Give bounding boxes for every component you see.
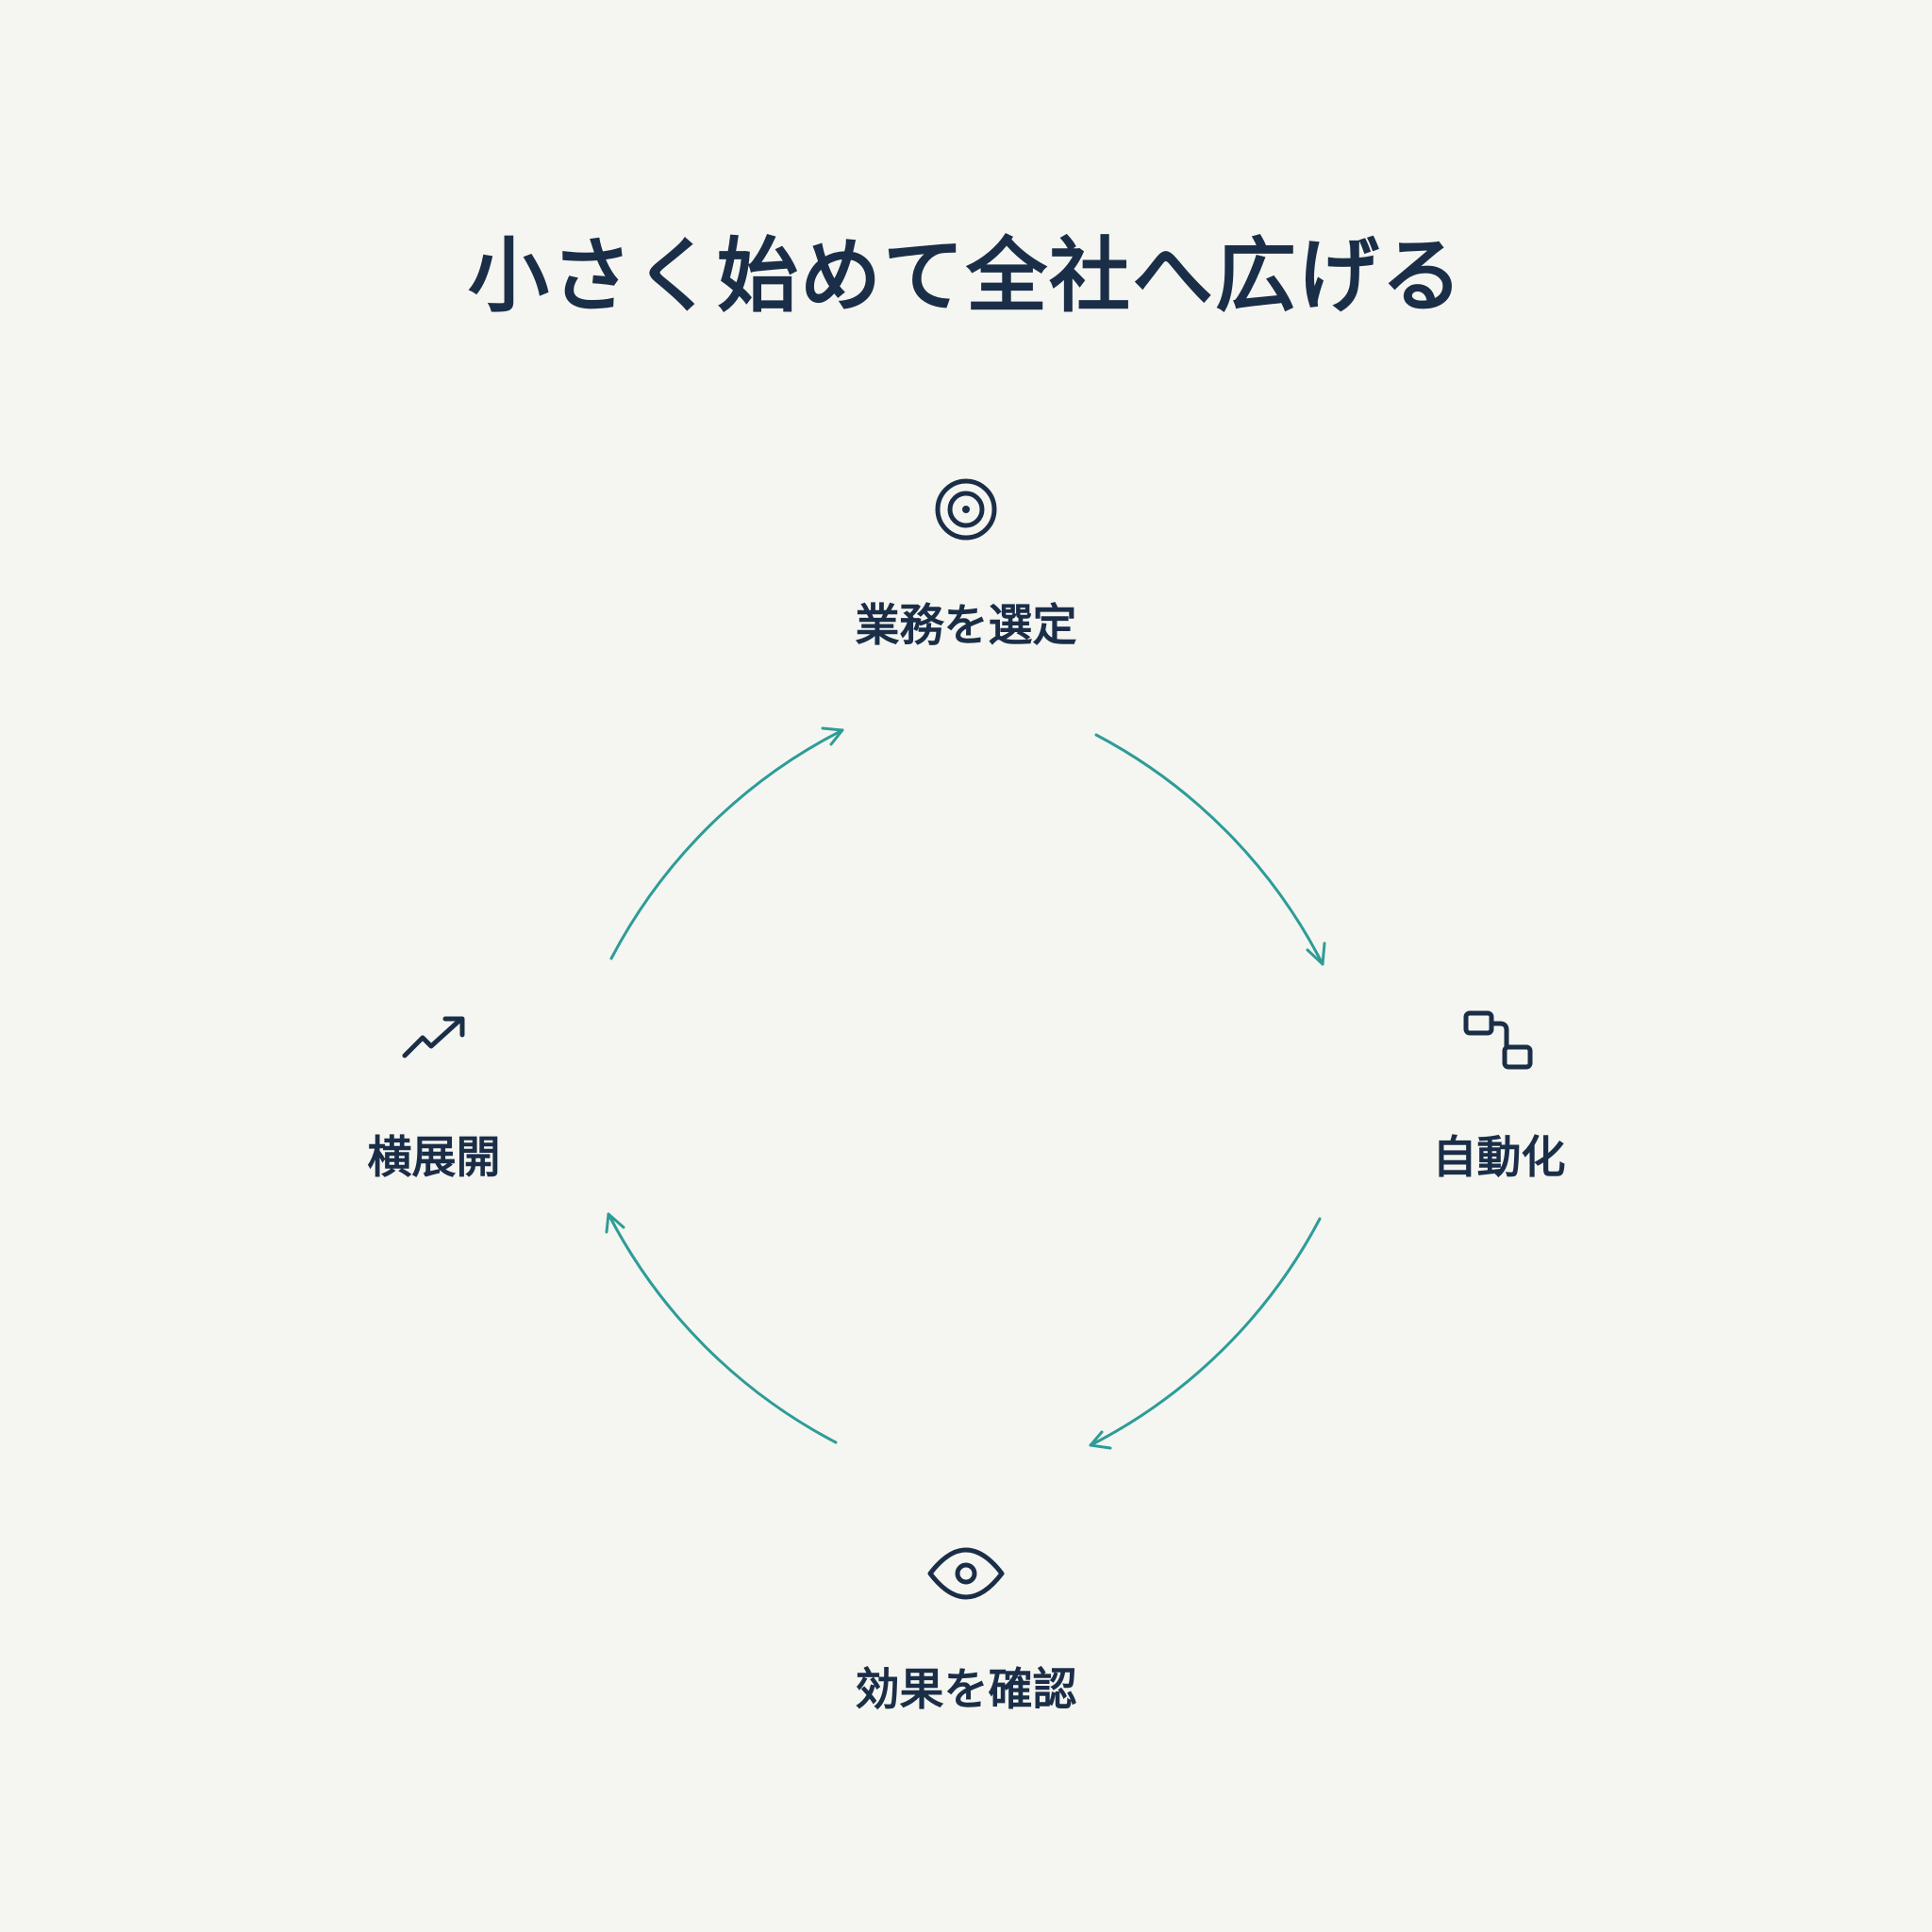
target-icon bbox=[935, 478, 997, 541]
step-label-automate: 自動化 bbox=[1432, 1132, 1566, 1184]
step-label-select-task: 業務を選定 bbox=[855, 600, 1077, 652]
arrow-select-to-automate bbox=[1094, 733, 1326, 966]
arrow-automate-to-verify bbox=[1089, 1217, 1322, 1450]
diagram-title: 小さく始めて全社へ広げる bbox=[468, 229, 1464, 324]
step-label-verify-effect: 効果を確認 bbox=[855, 1664, 1077, 1716]
eye-icon bbox=[927, 1547, 1005, 1600]
workflow-icon bbox=[1463, 1010, 1533, 1070]
arrow-verify-to-expand bbox=[605, 1212, 838, 1444]
step-label-expand: 横展開 bbox=[367, 1132, 501, 1184]
trending-up-icon bbox=[402, 1016, 465, 1058]
arrow-expand-to-select bbox=[609, 726, 844, 960]
